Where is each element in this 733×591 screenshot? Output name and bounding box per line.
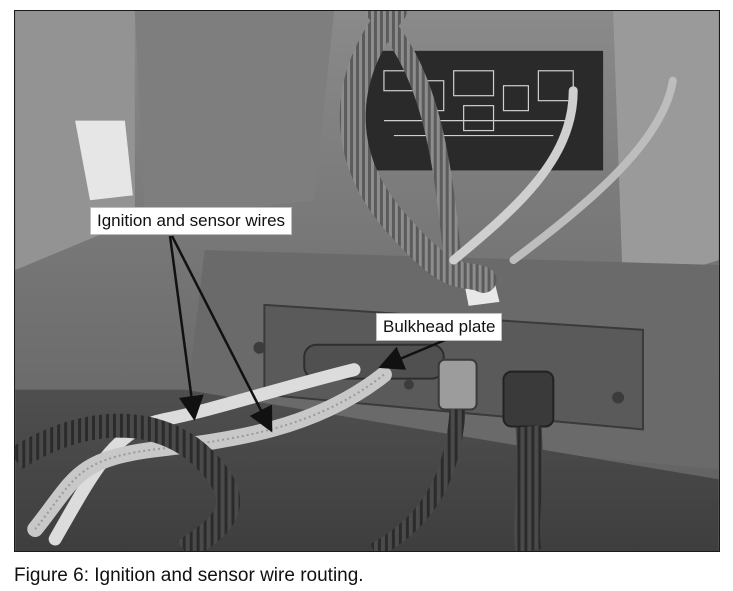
conduit-left: [15, 413, 240, 551]
tape-patch: [75, 120, 133, 201]
fitting-2: [502, 370, 555, 428]
wires-callout: Ignition and sensor wires: [90, 207, 293, 235]
conduit-top-2: [365, 11, 463, 280]
conduit-top: [339, 11, 497, 293]
fitting-1: [437, 358, 478, 411]
back-wall: [134, 11, 335, 221]
floor: [15, 389, 719, 551]
upper-wire-1: [449, 86, 578, 265]
figure-caption: Figure 6: Ignition and sensor wire routi…: [14, 565, 364, 586]
conduit-lower-2: [514, 425, 543, 551]
sensor-wire-texture: [34, 373, 385, 530]
left-wall: [15, 11, 135, 271]
bulkhead-callout: Bulkhead plate: [376, 313, 503, 341]
ignition-wire: [48, 363, 361, 546]
upper-wire-2: [509, 76, 677, 265]
right-wall: [613, 11, 719, 290]
conduit-lower-1: [370, 408, 466, 551]
photo-illustration: [15, 11, 719, 551]
figure-photo: [14, 10, 720, 552]
board-markings: [383, 70, 574, 137]
